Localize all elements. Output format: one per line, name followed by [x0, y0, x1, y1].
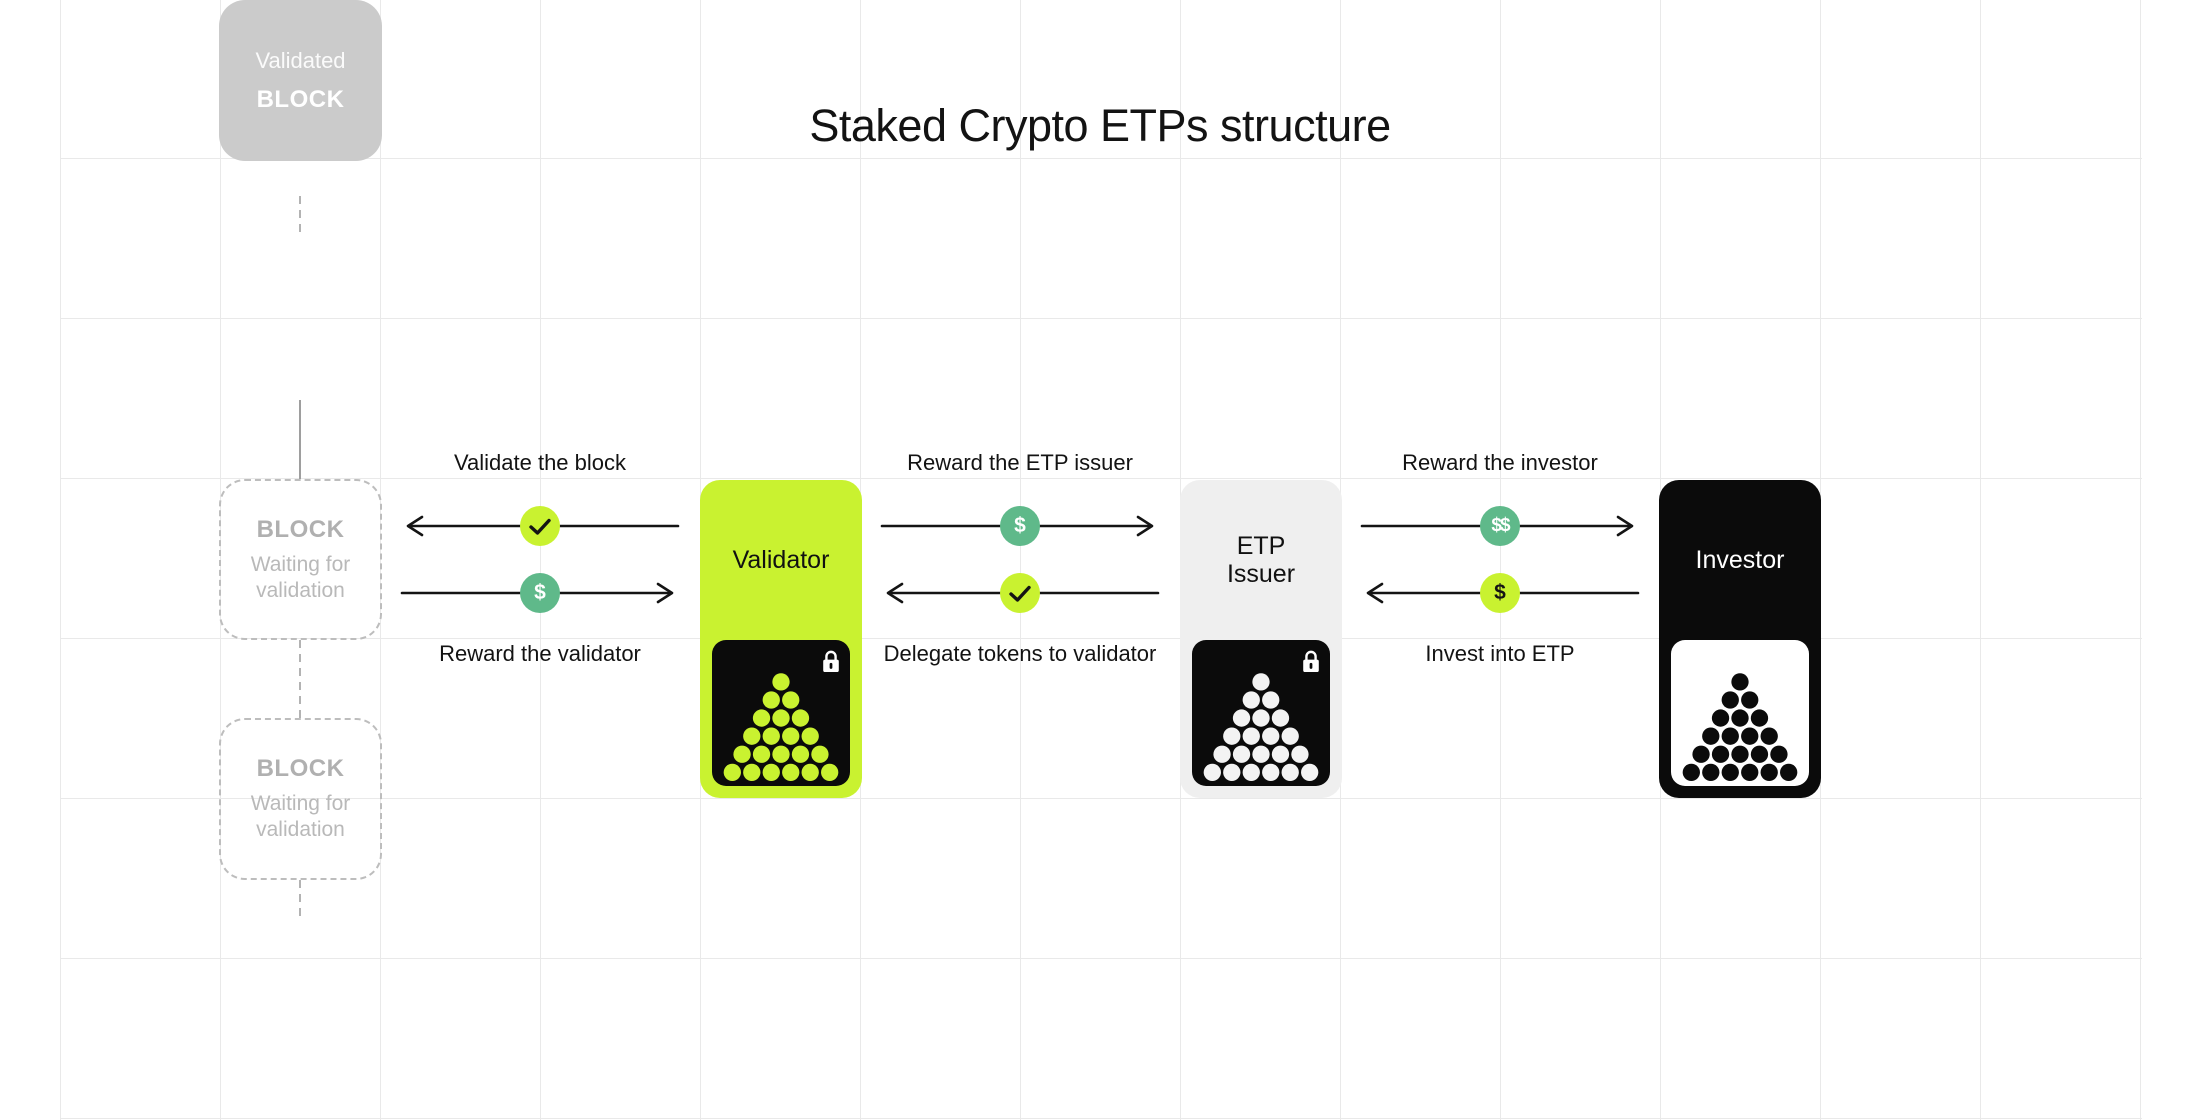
lock-icon — [823, 650, 839, 673]
block-status: Waiting for validation — [250, 792, 351, 841]
card-title: Investor — [1695, 546, 1785, 574]
flow-label: Reward the ETP issuer — [907, 450, 1133, 475]
block-status: Validated — [255, 47, 346, 73]
pending-block-1: BLOCK Waiting for validation — [219, 479, 382, 640]
connector-dashed-bottom — [299, 880, 301, 920]
card-title: ETP Issuer — [1226, 532, 1296, 588]
coins-pyramid-icon — [723, 673, 839, 781]
flow-label: Validate the block — [453, 450, 627, 475]
connector-solid — [299, 400, 301, 479]
validated-block: Validated BLOCK — [219, 0, 382, 161]
flow-label: Reward the investor — [1402, 450, 1598, 475]
block-label: BLOCK — [256, 755, 345, 783]
flow-label: Invest into ETP — [1425, 641, 1575, 666]
flow-label: Delegate tokens to validator — [883, 641, 1157, 666]
flow-validator-issuer: Reward the ETP issuer $ Delegate tokens … — [880, 440, 1160, 670]
dollar-icon: $ — [1480, 573, 1520, 613]
flow-issuer-investor: Reward the investor $$ $ Invest into ETP — [1360, 440, 1640, 670]
investor-card: Investor — [1659, 480, 1821, 798]
coins-pyramid-icon — [1203, 673, 1319, 781]
card-title: Validator — [732, 546, 830, 574]
staking-vault — [1192, 640, 1330, 786]
block-label: BLOCK — [256, 85, 345, 113]
flow-block-validator: Validate the block $ Reward the validato… — [400, 440, 680, 670]
pending-block-2: BLOCK Waiting for validation — [219, 718, 382, 880]
connector-dashed-mid — [299, 640, 301, 718]
flow-label: Reward the validator — [439, 641, 641, 666]
etp-issuer-card: ETP Issuer — [1180, 480, 1342, 798]
staking-vault — [712, 640, 850, 786]
block-status: Waiting for validation — [250, 552, 351, 602]
dollar-icon: $ — [1000, 506, 1040, 546]
lock-icon — [1303, 650, 1319, 673]
diagram-title: Staked Crypto ETPs structure — [809, 100, 1391, 151]
block-label: BLOCK — [256, 515, 345, 543]
check-icon — [520, 506, 560, 546]
double-dollar-icon: $$ — [1480, 506, 1520, 546]
validator-card: Validator — [700, 480, 862, 798]
dollar-icon: $ — [520, 573, 560, 613]
holdings-vault — [1671, 640, 1809, 786]
coins-pyramid-icon — [1682, 673, 1798, 781]
check-icon — [1000, 573, 1040, 613]
connector-dashed-top — [299, 196, 301, 238]
